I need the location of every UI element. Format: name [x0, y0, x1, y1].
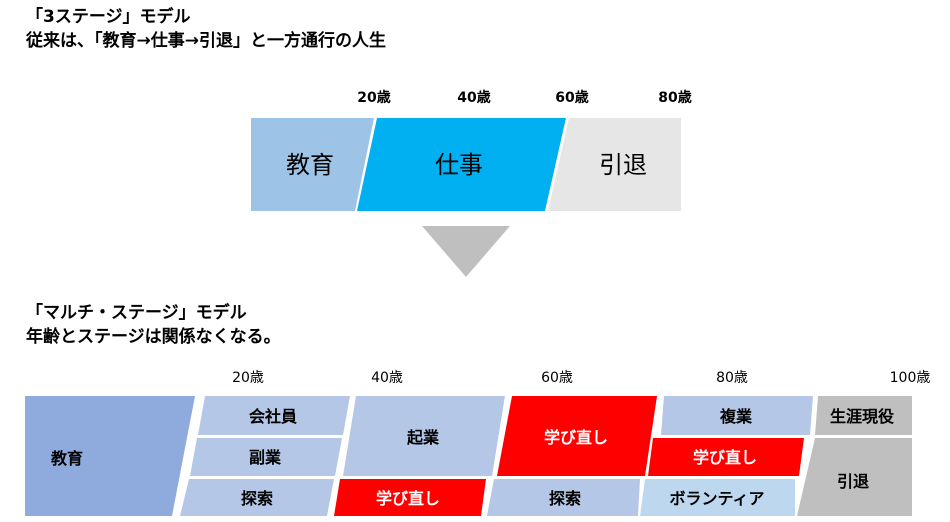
- volunteer-block: [640, 479, 795, 516]
- age-label: 60歳: [555, 89, 588, 106]
- lifelong-block: [815, 396, 912, 435]
- multi-stage-heading: 「マルチ・ステージ」モデル: [26, 303, 247, 323]
- stage-retire-block: [548, 118, 681, 211]
- explore-label: 探索: [549, 489, 581, 508]
- age-label: 60歳: [541, 370, 573, 386]
- age-label: 20歳: [232, 370, 264, 386]
- relearn-label: 学び直し: [693, 448, 757, 467]
- age-label: 100歳: [890, 370, 931, 386]
- multi-stage-subheading: 年齢とステージは関係なくなる。: [26, 327, 281, 347]
- three-stage-subheading: 従来は、「教育→仕事→引退」と一方通行の人生: [26, 31, 386, 51]
- age-label: 40歳: [457, 89, 490, 106]
- age-label: 80歳: [658, 89, 691, 106]
- stage-work-block: [357, 118, 566, 211]
- relearn-block: [497, 396, 657, 476]
- retire-block: [797, 438, 912, 516]
- explore-label: 探索: [241, 489, 273, 508]
- education-label: 教育: [51, 449, 83, 468]
- volunteer-label: ボランティア: [669, 489, 764, 508]
- education-block: [25, 396, 195, 516]
- relearn-label: 学び直し: [376, 489, 440, 508]
- multi-job-label: 複業: [719, 407, 753, 426]
- relearn-block: [334, 479, 486, 516]
- lifelong-label: 生涯現役: [830, 407, 895, 426]
- relearn-block: [648, 438, 804, 476]
- relearn-label: 学び直し: [544, 428, 608, 447]
- down-arrow-icon: [422, 226, 510, 277]
- explore-block: [180, 479, 334, 516]
- side-job-block: [190, 438, 342, 476]
- age-label: 20歳: [357, 89, 390, 106]
- retire-label: 引退: [837, 472, 869, 491]
- multi-job-block: [661, 396, 813, 435]
- age-label: 40歳: [371, 370, 403, 386]
- startup-block: [343, 396, 505, 476]
- employee-block: [198, 396, 350, 435]
- stage-education-block: [251, 118, 374, 211]
- startup-label: 起業: [406, 428, 440, 447]
- explore-block: [487, 479, 640, 516]
- stage-work-label: 仕事: [435, 151, 483, 179]
- age-label: 80歳: [716, 370, 748, 386]
- stage-education-label: 教育: [286, 151, 334, 179]
- stage-retire-label: 引退: [599, 151, 647, 179]
- side-job-label: 副業: [249, 448, 282, 467]
- employee-label: 会社員: [249, 407, 297, 426]
- three-stage-heading: 「3ステージ」モデル: [26, 7, 191, 27]
